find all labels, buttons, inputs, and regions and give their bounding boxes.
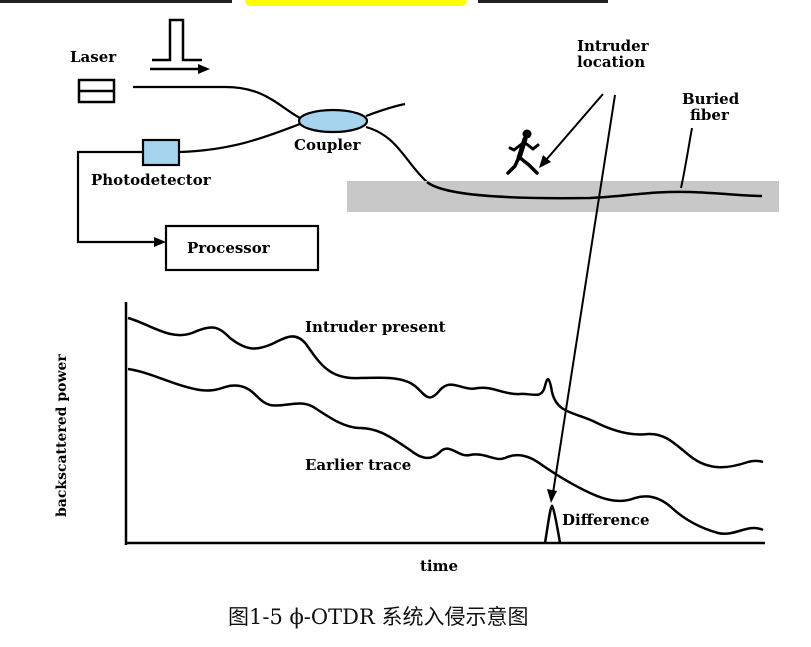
earlier-trace-label: Earlier trace (305, 456, 411, 474)
y-axis-label: backscattered power (54, 354, 70, 517)
buried-pointer (680, 127, 693, 189)
laser-fiber (133, 85, 301, 119)
processor-arrowhead (154, 237, 166, 247)
coupler-open-end (365, 102, 406, 118)
buried-fiber (426, 180, 763, 200)
figure-caption: 图1-5 ϕ-OTDR 系统入侵示意图 (228, 605, 528, 629)
trace-earlier (127, 367, 764, 535)
trace-intruder-present (127, 316, 764, 469)
intruder-label-line1: Intruder (577, 37, 650, 55)
coupler (297, 108, 369, 134)
pulse-icon (152, 18, 202, 62)
photodetector-label: Photodetector (91, 171, 212, 189)
laser-label: Laser (70, 48, 117, 66)
photodetector-fiber (179, 122, 301, 154)
photodetector (141, 138, 181, 167)
coupler-label: Coupler (294, 136, 362, 154)
difference-spike (543, 504, 562, 544)
pd-to-processor-wire (76, 150, 156, 244)
highlight-strip (245, 0, 467, 6)
processor-label: Processor (187, 239, 271, 257)
location-arrow (552, 94, 616, 494)
intruder-arrowhead (539, 155, 551, 168)
laser-icon (77, 78, 116, 104)
intruder-present-label: Intruder present (305, 318, 446, 336)
processor-box (164, 224, 320, 272)
cropped-text-right (478, 0, 608, 3)
buried-label-line1: Buried (682, 90, 740, 108)
difference-label: Difference (562, 511, 650, 529)
ground-band (347, 181, 779, 212)
running-person-icon (506, 129, 540, 175)
buried-label-line2: fiber (690, 106, 730, 124)
intruder-label-line2: location (577, 53, 645, 71)
intruder-arrow (545, 93, 604, 161)
x-axis-label: time (420, 557, 458, 575)
pulse-arrowhead (198, 64, 210, 74)
cropped-text-left (0, 0, 232, 3)
location-arrowhead (547, 489, 557, 503)
sensing-fiber-lead (365, 125, 428, 183)
